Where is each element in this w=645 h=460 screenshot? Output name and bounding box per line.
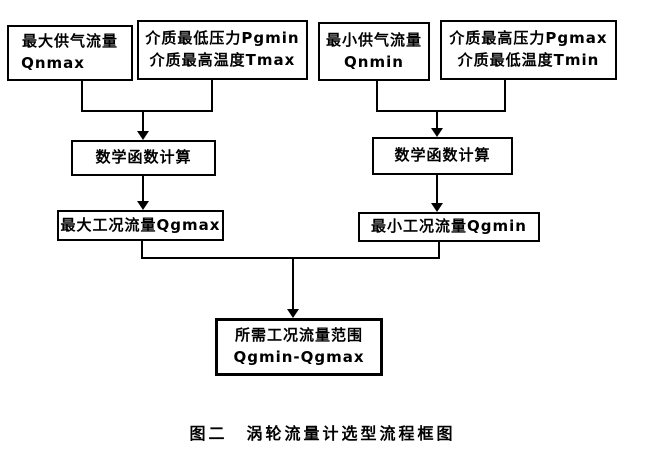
node-required-flow-range-line1: 所需工况流量范围 bbox=[234, 326, 363, 345]
node-min-temp-line: 介质最低温度Tmin bbox=[457, 51, 600, 69]
connector-qgmax-down bbox=[141, 239, 143, 259]
arrowhead-qgmin bbox=[431, 203, 443, 212]
connector-bottom-merge bbox=[141, 257, 440, 259]
node-max-pressure-line: 介质最高压力Pgmax bbox=[449, 29, 608, 48]
node-min-working-flow: 最小工况流量Qgmin bbox=[358, 212, 540, 242]
node-max-supply-flow: 最大供气流量 Qnmax bbox=[7, 25, 133, 81]
connector-qnmin-down bbox=[376, 79, 378, 112]
node-required-flow-range-line2: Qgmin-Qgmax bbox=[233, 348, 365, 366]
node-math-calc-left: 数学函数计算 bbox=[71, 140, 216, 176]
arrowhead-qgmax bbox=[137, 201, 149, 210]
connector-right-to-math bbox=[436, 112, 438, 130]
connector-qgmin-down bbox=[438, 240, 440, 259]
node-min-supply-flow: 最小供气流量 Qnmin bbox=[318, 22, 430, 81]
connector-pgmin-tmax-down bbox=[211, 78, 213, 112]
connector-to-range bbox=[292, 259, 294, 311]
node-min-pressure-max-temp: 介质最低压力Pgmin 介质最高温度Tmax bbox=[137, 20, 308, 80]
connector-pgmax-tmin-down bbox=[504, 78, 506, 112]
node-math-calc-right: 数学函数计算 bbox=[372, 137, 513, 175]
figure-caption: 图二 涡轮流量计选型流程框图 bbox=[189, 424, 456, 443]
arrowhead-right-math bbox=[431, 128, 443, 137]
node-max-working-flow-label: 最大工况流量Qgmax bbox=[60, 215, 221, 234]
connector-right-merge bbox=[376, 110, 506, 112]
node-max-pressure-min-temp: 介质最高压力Pgmax 介质最低温度Tmin bbox=[440, 20, 617, 80]
connector-math-to-qgmin bbox=[436, 175, 438, 205]
connector-left-to-math bbox=[142, 112, 144, 133]
node-math-calc-right-label: 数学函数计算 bbox=[394, 146, 491, 165]
node-max-temp-line: 介质最高温度Tmax bbox=[149, 51, 296, 69]
node-min-pressure-line: 介质最低压力Pgmin bbox=[145, 29, 300, 48]
node-min-supply-flow-line1: 最小供气流量 bbox=[325, 30, 422, 49]
node-max-working-flow: 最大工况流量Qgmax bbox=[57, 210, 224, 241]
arrowhead-range bbox=[287, 309, 299, 318]
node-required-flow-range: 所需工况流量范围 Qgmin-Qgmax bbox=[215, 318, 383, 376]
connector-qnmax-down bbox=[81, 79, 83, 112]
node-min-working-flow-label: 最小工况流量Qgmin bbox=[371, 217, 527, 236]
node-math-calc-left-label: 数学函数计算 bbox=[95, 148, 192, 167]
node-min-supply-flow-line2: Qnmin bbox=[344, 52, 404, 71]
node-max-supply-flow-line2: Qnmax bbox=[21, 54, 85, 72]
connector-math-to-qgmax bbox=[142, 176, 144, 203]
node-max-supply-flow-line1: 最大供气流量 bbox=[21, 32, 118, 51]
arrowhead-left-math bbox=[137, 131, 149, 140]
connector-left-merge bbox=[81, 110, 213, 112]
